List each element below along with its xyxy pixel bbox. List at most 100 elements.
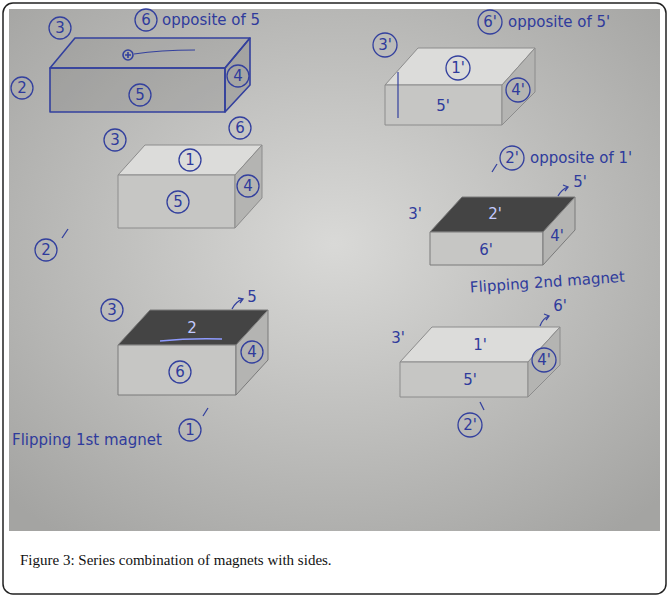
callout-number: 1 — [185, 423, 195, 438]
callout-number: 3' — [408, 207, 422, 222]
callout-number: 5 — [173, 195, 183, 210]
pen-arrow — [544, 314, 549, 320]
callout-number: 6 — [175, 365, 185, 380]
number-circle — [532, 348, 556, 372]
number-circle — [241, 341, 263, 363]
number-circle — [478, 10, 502, 34]
magnet-face — [528, 327, 560, 397]
callout-number: 1' — [451, 61, 465, 76]
pen-marks — [11, 9, 568, 441]
flipped-magnet-block — [118, 310, 268, 395]
pole-mark — [125, 52, 131, 58]
callout-number: 4 — [247, 345, 257, 360]
photo-ground — [9, 9, 660, 531]
pen-stroke — [397, 72, 398, 118]
number-circle — [35, 239, 57, 261]
callout-number: 4' — [537, 353, 551, 368]
number-circle — [237, 175, 259, 197]
callout-number: 6' — [479, 243, 493, 258]
callout-number: 5' — [463, 373, 477, 388]
number-circle — [104, 129, 126, 151]
pen-tick — [203, 408, 208, 416]
magnet-face — [118, 345, 236, 395]
pen-tick — [492, 164, 497, 172]
number-circle — [179, 419, 201, 441]
wireframe-magnet — [50, 38, 250, 112]
pen-stroke — [160, 339, 222, 341]
number-circle — [169, 361, 191, 383]
callout-number: 2' — [463, 418, 477, 433]
number-circle — [129, 84, 151, 106]
callout-number: 5' — [436, 99, 450, 114]
number-circle — [373, 33, 397, 57]
number-circle — [49, 17, 71, 39]
magnet-face — [543, 197, 575, 265]
magnet-face — [400, 362, 528, 397]
callout-number: 3' — [391, 331, 405, 346]
callout-number: 4 — [233, 69, 243, 84]
magnet-face — [430, 232, 543, 265]
magnet-face — [118, 175, 235, 228]
callout-number: 5' — [573, 175, 587, 190]
figure-caption: Figure 3: Series combination of magnets … — [20, 552, 332, 569]
callout-number: 1 — [185, 153, 195, 168]
callout-number: 6 — [141, 13, 151, 28]
number-circle — [227, 65, 249, 87]
number-circle — [101, 299, 123, 321]
magnet-block — [118, 145, 262, 228]
magnet-face — [50, 38, 250, 68]
callout-number: 3' — [378, 38, 392, 53]
callout-number: 3 — [55, 21, 65, 36]
number-circle — [11, 77, 33, 99]
number-circle — [458, 413, 482, 437]
magnet-face — [225, 38, 250, 112]
figure-frame — [3, 3, 666, 594]
callout-number: 5 — [247, 290, 257, 305]
magnet-block — [400, 327, 560, 397]
callout-number: 4' — [550, 229, 564, 244]
number-circle — [179, 149, 201, 171]
pole-mark — [123, 50, 133, 60]
handwritten-note: Flipping 1st magnet — [12, 433, 162, 448]
pen-stroke — [134, 50, 195, 54]
handwritten-note: opposite of 5 — [162, 13, 260, 28]
pen-arrow — [563, 185, 568, 191]
magnet-face — [235, 145, 262, 228]
number-circle — [135, 9, 157, 31]
number-circle — [500, 146, 524, 170]
callout-number: 2 — [17, 81, 27, 96]
pen-tick — [480, 402, 484, 410]
pen-arrow — [232, 299, 243, 309]
callout-number: 6' — [483, 15, 497, 30]
magnet-face — [385, 85, 502, 125]
callout-number: 3 — [110, 133, 120, 148]
callout-number: 6 — [235, 121, 245, 136]
callout-number: 1' — [473, 338, 487, 353]
number-circle — [506, 78, 530, 102]
callout-number: 2 — [41, 243, 51, 258]
magnet-face — [236, 310, 268, 395]
callout-number: 6' — [553, 299, 567, 314]
callout-number: 4' — [511, 83, 525, 98]
callout-number: 2 — [187, 321, 197, 336]
number-circle — [446, 56, 470, 80]
handwritten-note: opposite of 1' — [530, 151, 632, 166]
callout-number: 2' — [505, 151, 519, 166]
handwritten-note: Flipping 2nd magnet — [469, 270, 625, 296]
magnet-block — [385, 48, 535, 125]
callout-number: 3 — [107, 303, 117, 318]
callout-number: 5 — [135, 88, 145, 103]
magnet-face — [50, 68, 225, 112]
magnet-face — [502, 48, 535, 125]
callout-number: 2' — [488, 207, 502, 222]
flipped-magnet-block — [430, 197, 575, 265]
number-circle — [229, 117, 251, 139]
handwritten-note: opposite of 5' — [508, 15, 610, 30]
callout-number: 4 — [243, 179, 253, 194]
number-circle — [167, 191, 189, 213]
pen-arrow — [238, 298, 243, 303]
pen-tick — [62, 229, 68, 238]
